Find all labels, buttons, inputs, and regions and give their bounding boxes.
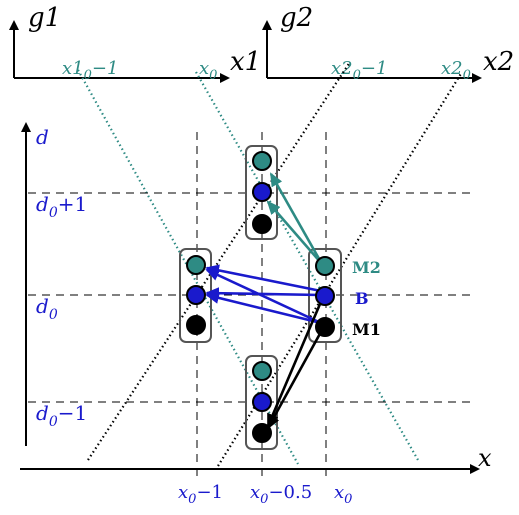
- g1-x-label: x1: [230, 47, 261, 77]
- arrow-blue-4: [205, 292, 322, 325]
- g2-y-label: g2: [280, 3, 313, 33]
- circle-top-blue: [252, 182, 272, 202]
- circle-bottom-teal: [252, 361, 272, 381]
- g1-y-label: g1: [28, 3, 61, 33]
- g2-tick-x2-0: x20: [441, 58, 471, 83]
- arrow-blue-2: [205, 287, 322, 300]
- g1-tick-x0: x0: [199, 58, 217, 83]
- circle-left-teal: [186, 255, 206, 275]
- arrow-black-2: [266, 329, 324, 430]
- arrow-black-1: [266, 303, 322, 428]
- arrow-blue-3: [205, 268, 322, 325]
- circle-right-black-m1: [315, 317, 335, 337]
- box-top-center: [245, 145, 278, 240]
- arrow-teal-1: [269, 172, 324, 265]
- circle-right-teal-m2: [315, 256, 335, 276]
- circle-bottom-blue: [252, 392, 272, 412]
- label-m2: M2: [352, 258, 381, 277]
- x-tick-x0-minus-1: x0−1: [178, 482, 223, 507]
- panel-g1: g1 x1 x10−1 x0: [9, 3, 261, 83]
- x-tick-x0-minus-0.5: x0−0.5: [250, 482, 312, 507]
- circle-left-black: [186, 315, 206, 335]
- main-x-label: x: [478, 444, 492, 472]
- x-tick-x0: x0: [334, 482, 352, 507]
- g2-x-label: x2: [483, 47, 514, 77]
- x-tick-labels: x0−1 x0−0.5 x0: [178, 482, 352, 507]
- circle-left-blue: [186, 285, 206, 305]
- y-tick-d0-minus-1: d0−1: [36, 401, 87, 430]
- circle-top-black: [252, 214, 272, 234]
- circle-top-teal: [252, 151, 272, 171]
- arrow-teal-2: [266, 200, 323, 265]
- state-circles: [186, 151, 335, 443]
- black-dotted-line-left: [87, 61, 351, 461]
- g1-tick-x1-0-minus-1: x10−1: [62, 58, 118, 83]
- label-m1: M1: [352, 320, 381, 339]
- main-y-label: d: [36, 125, 49, 149]
- circle-right-blue-b: [315, 286, 335, 306]
- y-tick-d0-plus-1: d0+1: [36, 192, 87, 221]
- panel-g2: g2 x2 x20−1 x20: [262, 3, 514, 83]
- y-tick-labels: d0+1 d0 d0−1: [36, 192, 87, 430]
- arrows: [205, 172, 324, 430]
- y-tick-d0: d0: [36, 294, 58, 323]
- arrow-blue-1: [205, 264, 322, 293]
- circle-bottom-black: [252, 423, 272, 443]
- g2-tick-x2-0-minus-1: x20−1: [331, 58, 387, 83]
- label-b: B: [355, 289, 369, 308]
- point-labels: M2 B M1: [352, 258, 381, 339]
- main-axes: d x: [20, 122, 492, 474]
